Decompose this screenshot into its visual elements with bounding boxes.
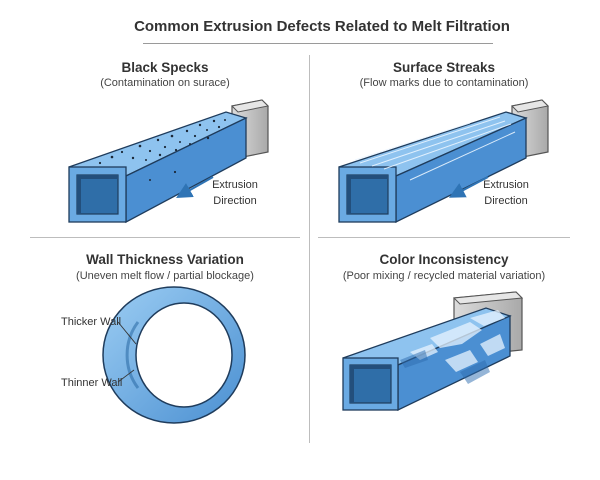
horizontal-divider-left <box>30 237 300 238</box>
thinner-wall-label: Thinner Wall <box>61 377 123 389</box>
vertical-divider <box>309 55 310 443</box>
panel-heading-surface-streaks: Surface Streaks <box>392 60 496 75</box>
panel-subtitle-wall-thickness: (Uneven melt flow / partial blockage) <box>76 270 254 282</box>
color-inconsistency-profile <box>342 291 524 412</box>
surface-streaks-direction-line2: Direction <box>484 195 527 207</box>
horizontal-divider-right <box>318 237 570 238</box>
panel-subtitle-color: (Poor mixing / recycled material variati… <box>342 270 546 282</box>
black-specks-direction-line2: Direction <box>213 195 256 207</box>
black-specks-direction-line1: Extrusion <box>212 179 258 191</box>
panel-subtitle-surface-streaks: (Flow marks due to contamination) <box>359 77 529 89</box>
diagram-title: Common Extrusion Defects Related to Melt… <box>134 18 510 35</box>
panel-heading-black-specks: Black Specks <box>121 60 209 75</box>
panel-subtitle-black-specks: (Contamination on surace) <box>100 77 230 89</box>
black-specks-profile <box>68 99 270 224</box>
thicker-wall-leader <box>117 321 137 345</box>
surface-streaks-profile <box>338 99 550 224</box>
panel-heading-wall-thickness: Wall Thickness Variation <box>86 252 244 267</box>
surface-streaks-direction-line1: Extrusion <box>483 179 529 191</box>
title-underline <box>143 43 493 44</box>
pipe-ring-cross-section <box>102 286 246 424</box>
panel-heading-color: Color Inconsistency <box>379 252 509 267</box>
thinner-wall-leader <box>117 369 135 383</box>
thicker-wall-label: Thicker Wall <box>61 316 122 328</box>
